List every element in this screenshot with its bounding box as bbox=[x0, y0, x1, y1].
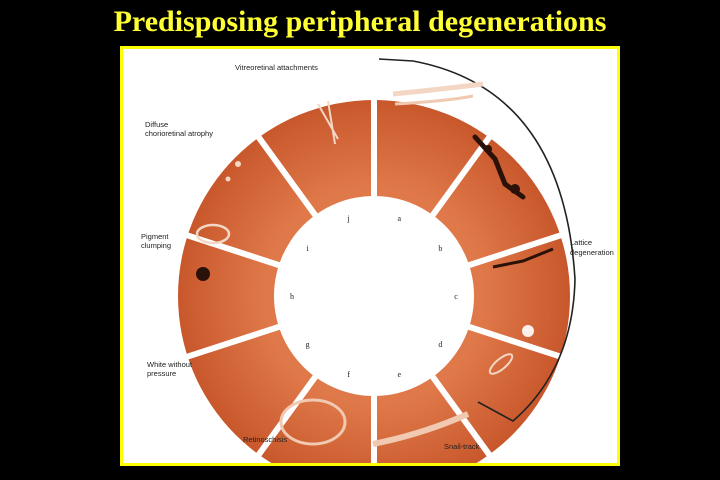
lesion-h bbox=[195, 223, 231, 245]
segment-letter-a: a bbox=[398, 214, 402, 223]
lesion-j bbox=[317, 100, 339, 145]
lesion-d2 bbox=[488, 353, 514, 375]
label-white-2: pressure bbox=[147, 369, 176, 378]
segment-letter-e: e bbox=[398, 370, 402, 379]
label-diffuse-1: Diffuse bbox=[145, 120, 168, 129]
segment-separator bbox=[254, 132, 319, 219]
segment-letter-d: d bbox=[438, 340, 442, 349]
segment-separator bbox=[466, 323, 566, 361]
lesion-i2 bbox=[225, 176, 231, 182]
segment-letter-f: f bbox=[347, 370, 350, 379]
segment-letter-h: h bbox=[290, 292, 294, 301]
lesion-d bbox=[522, 325, 534, 337]
lesion-f bbox=[279, 398, 347, 446]
segment-separator bbox=[254, 373, 319, 460]
slide-title: Predisposing peripheral degenerations bbox=[113, 5, 607, 38]
lesion-e bbox=[372, 411, 470, 447]
lesion-marks bbox=[195, 81, 554, 447]
segment-letter-c: c bbox=[454, 292, 458, 301]
segment-letter-g: g bbox=[306, 340, 310, 349]
label-pigment-2: clumping bbox=[141, 241, 171, 250]
label-snail: Snail-track bbox=[444, 442, 480, 451]
label-white-1: White without bbox=[147, 360, 193, 369]
segment-letter-j: j bbox=[347, 214, 350, 223]
segment-letter-i: i bbox=[307, 244, 310, 253]
segment-separator bbox=[429, 132, 494, 219]
segment-separator bbox=[182, 323, 282, 361]
label-lattice-1: Lattice bbox=[570, 238, 592, 247]
label-retinoschisis: Retinoschisis bbox=[243, 435, 287, 444]
center-disk bbox=[274, 196, 474, 396]
label-vitreoretinal: Vitreoretinal attachments bbox=[235, 63, 318, 72]
segment-separator bbox=[466, 231, 566, 269]
label-diffuse-2: chorioretinal atrophy bbox=[145, 129, 213, 138]
segment-letter-b: b bbox=[438, 244, 442, 253]
lesion-a bbox=[392, 81, 484, 97]
lesion-b-dot1 bbox=[484, 145, 492, 153]
lesion-a2 bbox=[394, 94, 474, 106]
lesion-h2 bbox=[196, 267, 210, 281]
lesion-i bbox=[235, 161, 241, 167]
fundus-diagram: a b c d e f g h i j Vitreoretinal attachments Dif… bbox=[141, 58, 614, 463]
segment-letters: a b c d e f g h i j bbox=[290, 214, 458, 379]
label-lattice-2: degeneration bbox=[570, 248, 614, 257]
lesion-c bbox=[492, 247, 554, 269]
lesion-b-dot2 bbox=[510, 184, 520, 194]
figure-frame: a b c d e f g h i j Vitreoretinal attachments Dif… bbox=[120, 46, 620, 466]
label-pigment-1: Pigment bbox=[141, 232, 169, 241]
